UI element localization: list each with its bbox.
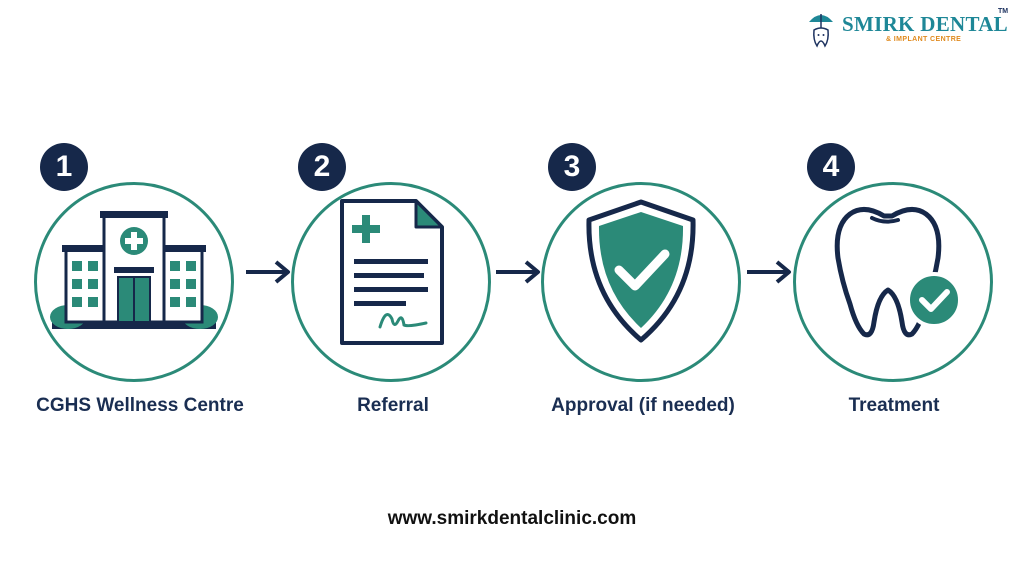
hospital-icon xyxy=(50,211,218,329)
document-icon xyxy=(340,199,444,345)
brand-trademark: TM xyxy=(998,8,1009,15)
brand-subtitle: & IMPLANT CENTRE xyxy=(886,36,962,43)
step-1-label: CGHS Wellness Centre xyxy=(36,395,244,416)
step-3-number: 3 xyxy=(548,143,596,191)
brand-name: SMIRK DENTAL xyxy=(842,12,1008,36)
arrow-right-icon xyxy=(246,260,290,284)
website-url[interactable]: www.smirkdentalclinic.com xyxy=(387,508,637,529)
tooth-umbrella-icon xyxy=(809,14,833,48)
step-4-number: 4 xyxy=(807,143,855,191)
step-2-label: Referral xyxy=(357,395,429,416)
step-2-number: 2 xyxy=(298,143,346,191)
step-3-label: Approval (if needed) xyxy=(551,395,735,416)
arrow-right-icon xyxy=(496,260,540,284)
brand-logo: SMIRK DENTAL TM & IMPLANT CENTRE xyxy=(806,8,1018,48)
step-1-number: 1 xyxy=(40,143,88,191)
step-4-label: Treatment xyxy=(848,395,940,416)
arrow-right-icon xyxy=(747,260,791,284)
shield-check-icon xyxy=(586,199,696,343)
tooth-check-icon xyxy=(834,207,962,338)
